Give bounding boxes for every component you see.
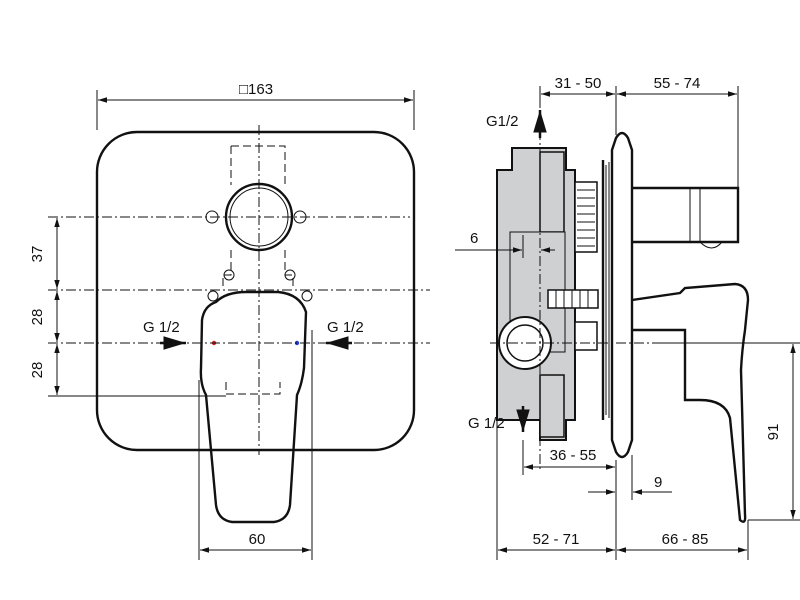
- screw-ear-bottom-left: [223, 269, 235, 281]
- dim-label-6: 6: [470, 230, 478, 247]
- thread-bottom-2: [574, 321, 598, 351]
- lever-handle: [199, 290, 308, 524]
- dim-label-31-50: 31 - 50: [555, 75, 602, 92]
- dim-label-9: 9: [654, 474, 662, 491]
- dim-label-37: 37: [29, 246, 46, 263]
- screw-ear-bottom-right: [284, 269, 296, 281]
- screw-ear-low-right: [301, 290, 313, 302]
- dim-label-28-upper: 28: [29, 309, 46, 326]
- spout: [632, 186, 740, 244]
- thread-bottom: [547, 289, 599, 309]
- cover-plate: [95, 130, 416, 452]
- escutcheon-plate: [610, 131, 634, 459]
- dim-label-36-55: 36 - 55: [550, 447, 597, 464]
- lever-side: [631, 282, 750, 523]
- dim-label-55-74: 55 - 74: [654, 75, 701, 92]
- dim-label-163: □163: [239, 81, 273, 98]
- lever-hidden-slot: [225, 382, 281, 395]
- front-view: □163 37 28 28 G 1/2 G 1/2 60: [29, 81, 430, 560]
- hidden-box-outline: [222, 145, 294, 290]
- outlet-pipe-inner: [506, 324, 544, 362]
- dim-label-60: 60: [249, 531, 266, 548]
- inlet-label-left: G 1/2: [143, 319, 180, 336]
- outlet-label-top: G1/2: [486, 113, 519, 130]
- dim-label-52-71: 52 - 71: [533, 531, 580, 548]
- box-inner-bottom: [539, 374, 565, 438]
- dim-label-28-lower: 28: [29, 362, 46, 379]
- outlet-label-bottom: G 1/2: [468, 415, 505, 432]
- dim-label-91: 91: [765, 424, 782, 441]
- thread-top: [574, 181, 598, 253]
- inlet-label-right: G 1/2: [327, 319, 364, 336]
- box-inner-top: [539, 151, 565, 233]
- screw-ear-low-left: [207, 290, 219, 302]
- escutcheon-rings: [605, 162, 610, 418]
- dim-label-66-85: 66 - 85: [662, 531, 709, 548]
- side-view: G1/2 G 1/2 31 - 50 55 - 74 6 36 - 55 9 9…: [455, 75, 800, 560]
